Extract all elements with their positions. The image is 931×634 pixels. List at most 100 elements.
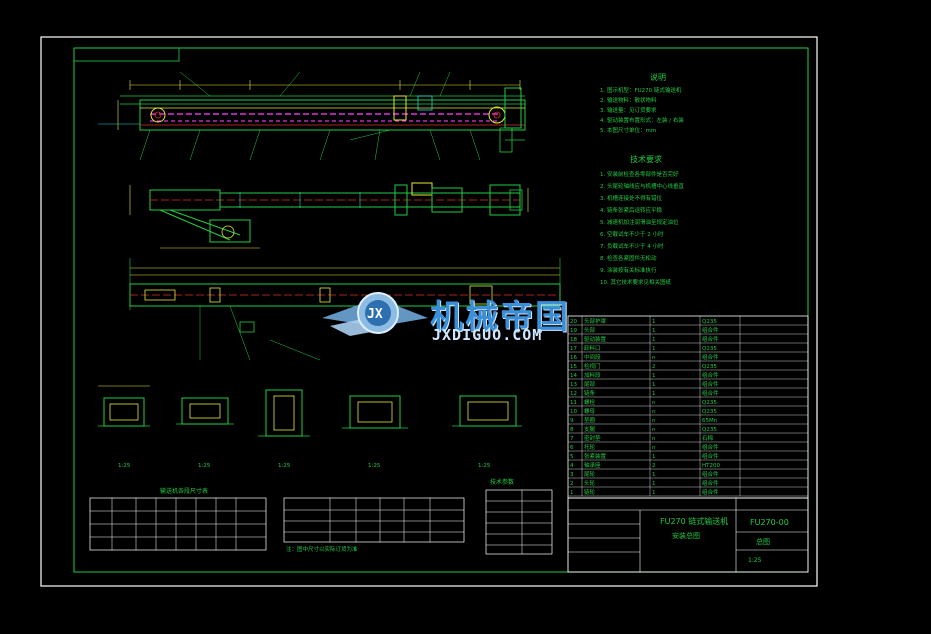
- bottom-note: 注：图中尺寸以实际订货为准: [286, 545, 358, 553]
- tech-line: 1. 安装前检查各零部件是否完好: [600, 170, 679, 178]
- parts-cell: 1: [652, 472, 656, 478]
- parts-cell: 组合件: [702, 443, 719, 451]
- parts-cell: 卸料口: [584, 344, 601, 352]
- notes-heading: 说明: [650, 72, 666, 82]
- parts-cell: 1: [652, 337, 656, 343]
- tech-line: 8. 检查各紧固件无松动: [600, 254, 657, 262]
- section-b-scale: 1:25: [198, 463, 211, 469]
- parts-cell: 驱动装置: [584, 335, 607, 343]
- parts-cell: 8: [570, 427, 574, 433]
- parts-cell: 中间段: [584, 353, 601, 361]
- parts-cell: 9: [570, 418, 574, 424]
- tech-line: 5. 减速机加注润滑油至规定油位: [600, 218, 679, 226]
- parts-cell: 组合件: [702, 452, 719, 460]
- parts-cell: 组合件: [702, 470, 719, 478]
- parts-cell: 16: [570, 355, 577, 361]
- parts-cell: n: [652, 436, 656, 442]
- logo-letters: JX: [367, 307, 383, 322]
- tech-line: 7. 负载试车不少于 4 小时: [600, 242, 664, 250]
- title-block-type: 总图: [756, 537, 770, 546]
- section-c-scale: 1:25: [278, 463, 291, 469]
- parts-cell: 1: [652, 346, 656, 352]
- tech-line: 4. 链条张紧后运转应平稳: [600, 206, 662, 214]
- parts-cell: n: [652, 418, 656, 424]
- parts-cell: 组合件: [702, 389, 719, 397]
- section-e-scale: 1:25: [478, 463, 491, 469]
- notes-line: 5. 本图尺寸单位：mm: [600, 126, 656, 134]
- parts-cell: 13: [570, 382, 577, 388]
- parts-cell: 5: [570, 454, 574, 460]
- parts-cell: HT200: [702, 463, 720, 469]
- parts-cell: 头轮: [584, 479, 596, 487]
- parts-cell: 4: [570, 463, 574, 469]
- parts-cell: n: [652, 400, 656, 406]
- bottom-table-left: 输送机各段尺寸表: [89, 487, 267, 551]
- parts-cell: 组合件: [702, 326, 719, 334]
- parts-cell: Q235: [702, 427, 717, 433]
- outer-border: [40, 36, 818, 587]
- parts-cell: 尾轮: [584, 470, 596, 478]
- parts-cell: 组合件: [702, 335, 719, 343]
- bottom-table-right-title: 技术参数: [490, 478, 514, 486]
- corner-stamp-box: [73, 47, 180, 62]
- bottom-table-right: 技术参数: [485, 478, 553, 555]
- parts-cell: 1: [652, 382, 656, 388]
- parts-cell: 头部护罩: [584, 317, 607, 325]
- parts-cell: 1: [652, 454, 656, 460]
- notes-block: 说明 1. 图示机型：FU270 链式输送机 2. 输送物料：散状物料 3. 输…: [600, 72, 684, 286]
- section-a-scale: 1:25: [118, 463, 131, 469]
- title-block-name: FU270 链式输送机: [660, 516, 728, 526]
- parts-cell: 1: [652, 328, 656, 334]
- parts-cell: Q235: [702, 400, 717, 406]
- parts-cell: Q235: [702, 346, 717, 352]
- parts-cell: 支腿: [584, 425, 596, 433]
- watermark-title: 机械帝国: [430, 297, 570, 336]
- parts-cell: 张紧装置: [584, 452, 607, 460]
- bottom-table-left-title: 输送机各段尺寸表: [160, 487, 208, 495]
- notes-line: 4. 驱动装置布置形式：左装 / 右装: [600, 116, 684, 124]
- parts-cell: 2: [570, 481, 574, 487]
- parts-cell: 链轮: [584, 488, 596, 496]
- cross-section-d: [342, 395, 408, 429]
- parts-cell: 2: [652, 364, 656, 370]
- cross-section-a: [98, 385, 150, 427]
- parts-cell: 19: [570, 328, 577, 334]
- parts-cell: 2: [652, 463, 656, 469]
- notes-line: 1. 图示机型：FU270 链式输送机: [600, 86, 682, 94]
- parts-cell: 托轮: [584, 443, 596, 451]
- tech-line: 3. 机槽连接处不得有错位: [600, 194, 662, 202]
- tech-heading: 技术要求: [630, 154, 662, 164]
- tech-line: 2. 头尾轮轴线应与机槽中心线垂直: [600, 182, 684, 190]
- parts-cell: 垫圈: [584, 416, 596, 424]
- parts-cell: 组合件: [702, 353, 719, 361]
- parts-cell: 1: [652, 490, 656, 496]
- parts-cell: 17: [570, 346, 577, 352]
- parts-cell: 螺栓: [584, 398, 596, 406]
- title-block-scale: 1:25: [748, 557, 762, 564]
- parts-cell: n: [652, 409, 656, 415]
- parts-cell: 检视门: [584, 362, 601, 370]
- parts-cell: 1: [652, 481, 656, 487]
- parts-cell: 6: [570, 445, 574, 451]
- tech-line: 6. 空载试车不少于 2 小时: [600, 230, 664, 238]
- parts-cell: 加料段: [584, 371, 601, 379]
- plan-view: [129, 258, 561, 361]
- main-elevation-view: [98, 71, 526, 161]
- watermark-subtitle: JXDIGUO.COM: [432, 326, 543, 344]
- parts-cell: 1: [652, 391, 656, 397]
- title-block: FU270 链式输送机 安装总图 FU270-00 总图 1:25: [567, 497, 809, 573]
- parts-cell: 组合件: [702, 371, 719, 379]
- parts-cell: 组合件: [702, 479, 719, 487]
- bottom-table-mid: 注：图中尺寸以实际订货为准: [283, 497, 465, 553]
- parts-cell: n: [652, 427, 656, 433]
- section-d-scale: 1:25: [368, 463, 381, 469]
- parts-cell: 11: [570, 400, 577, 406]
- title-block-drawing-no: FU270-00: [750, 518, 789, 527]
- parts-cell: 18: [570, 337, 577, 343]
- parts-cell: 20: [570, 319, 577, 325]
- parts-cell: Q235: [702, 319, 717, 325]
- parts-cell: n: [652, 445, 656, 451]
- parts-cell: 7: [570, 436, 574, 442]
